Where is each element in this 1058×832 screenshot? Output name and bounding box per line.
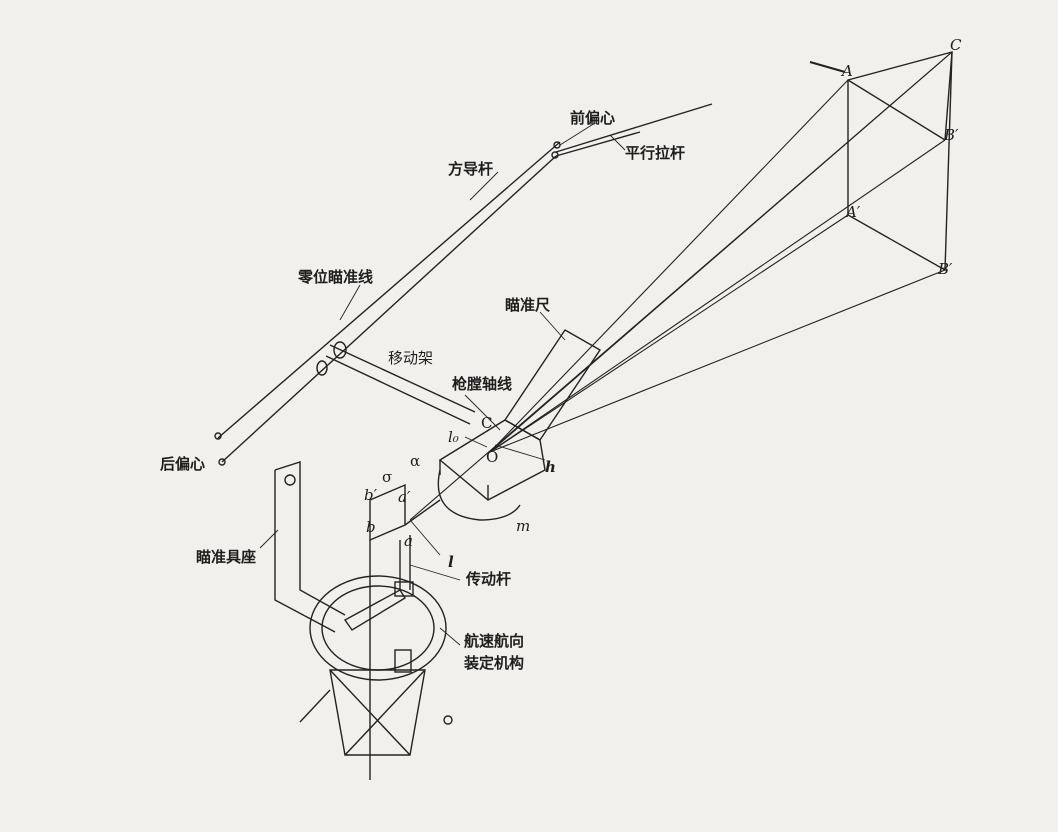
point-A: A — [842, 62, 853, 80]
point-a-prime: a′ — [398, 488, 411, 506]
point-C-prime: C — [950, 36, 962, 54]
sight-base — [274, 461, 346, 633]
point-m: m — [516, 517, 531, 535]
label-direction-guide-rod: 方导杆 — [448, 160, 494, 178]
label-parallel-rod: 平行拉杆 — [625, 144, 686, 162]
point-h: h — [545, 458, 556, 476]
label-drive-rod: 传动杆 — [466, 570, 512, 588]
pointer-box — [369, 483, 441, 780]
point-a: a — [404, 532, 413, 550]
label-speed-course-1: 航速航向 — [464, 632, 525, 650]
label-moving-frame: 移动架 — [388, 349, 434, 367]
label-sight-base: 瞄准具座 — [196, 548, 257, 566]
point-A-prime: A′ — [846, 203, 861, 221]
point-l: l — [448, 553, 454, 571]
point-alpha: α — [410, 452, 421, 470]
point-l0: l₀ — [448, 428, 459, 446]
sight-ruler — [437, 329, 601, 521]
label-rear-eccentric: 后偏心 — [160, 455, 206, 473]
target-frame — [809, 51, 953, 272]
point-b-prime: b′ — [364, 486, 378, 504]
label-bore-axis: 枪膛轴线 — [452, 375, 513, 393]
leader-lines — [259, 122, 626, 646]
moving-frame — [316, 341, 476, 425]
point-B-prime: B′ — [944, 126, 959, 144]
point-C: C — [481, 414, 493, 432]
point-b: b — [366, 518, 376, 536]
direction-guide-rod — [214, 103, 713, 466]
label-speed-course-2: 装定机构 — [464, 654, 525, 672]
sight-rays — [409, 51, 953, 521]
point-sigma: σ — [382, 468, 393, 486]
point-O: O — [486, 448, 499, 466]
label-front-eccentric: 前偏心 — [570, 109, 616, 127]
label-zero-sight-line: 零位瞄准线 — [298, 268, 374, 286]
point-B-prime-lower: B′ — [938, 260, 953, 278]
speed-course-mechanism — [299, 575, 453, 756]
label-sight-ruler: 瞄准尺 — [505, 296, 551, 314]
